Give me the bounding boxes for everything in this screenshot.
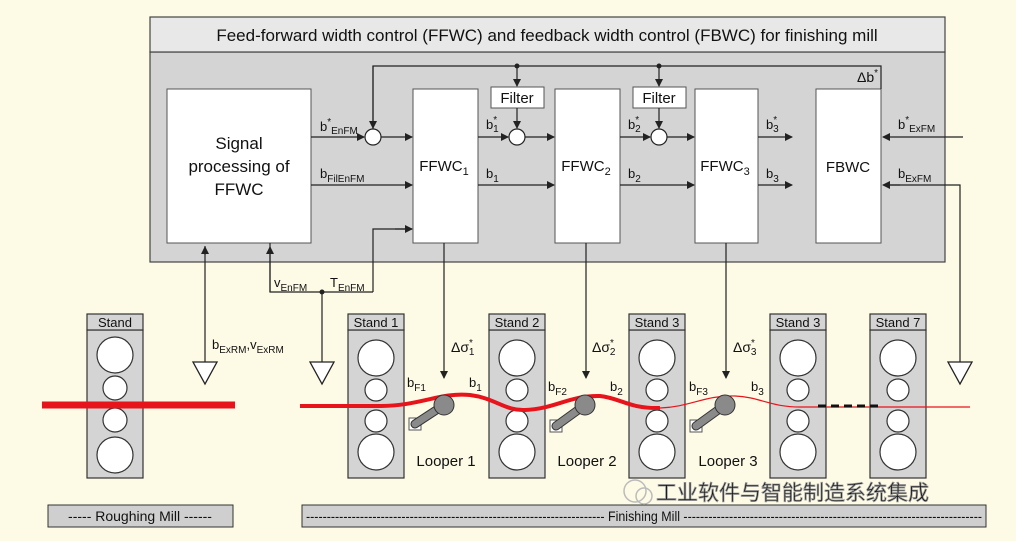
ffwc3-block	[694, 88, 759, 244]
fbwc-label: FBWC	[826, 159, 870, 176]
b-exrm-label: bExRM,vExRM	[212, 337, 284, 356]
b2-star-label: b*2	[628, 115, 641, 135]
ffwc2-label: FFWC2	[561, 158, 610, 178]
stand-3b	[769, 313, 827, 479]
ffwc2-block	[554, 88, 621, 244]
finishing-strip-thin	[659, 395, 970, 409]
b-exfm-label: bExFM	[898, 166, 931, 185]
stand-3-label: Stand 3	[635, 315, 680, 330]
ffwc1-block	[412, 88, 479, 244]
looper-2-label: Looper 2	[557, 453, 616, 470]
sum-junction-1	[508, 128, 526, 146]
signal-label-1: Signal	[215, 134, 262, 153]
stand-3b-label: Stand 3	[776, 315, 821, 330]
diagram-title: Feed-forward width control (FFWC) and fe…	[216, 26, 877, 45]
sum-junction-enfm	[364, 128, 382, 146]
b-exfm-line	[884, 184, 961, 362]
watermark-text: 工业软件与智能制造系统集成	[656, 481, 929, 505]
bf3-label: bF3	[689, 379, 708, 398]
looper-3	[689, 394, 736, 433]
watermark: 工业软件与智能制造系统集成	[623, 479, 929, 505]
t-enfm-label: TEnFM	[330, 275, 365, 294]
fbwc-block	[815, 88, 882, 244]
entry-sensor-icon	[308, 361, 336, 386]
roughing-mill-label: ----- Roughing Mill ------	[68, 508, 212, 524]
b-enfm-label: b*EnFM	[320, 117, 358, 137]
v-enfm-label: vEnFM	[274, 275, 307, 294]
bf2-label: bF2	[548, 379, 567, 398]
roughing-sensor-icon	[191, 361, 219, 386]
stand-2	[488, 313, 546, 479]
b3-star-label: b*3	[766, 115, 779, 135]
roughing-stand	[86, 313, 144, 479]
stand-2-label: Stand 2	[495, 315, 540, 330]
ffwc3-label: FFWC3	[700, 158, 749, 178]
delta-b-label: Δb*	[857, 68, 878, 85]
dsig2-label: Δσ*2	[592, 338, 616, 358]
b3-label: b3	[766, 166, 779, 185]
t-sensor-node	[319, 289, 325, 295]
finishing-strip-thick	[300, 392, 661, 413]
signal-label-2: processing of	[188, 157, 289, 176]
finishing-mill-label: ----------------------------------------…	[306, 508, 982, 524]
title-bar	[149, 16, 946, 53]
stand-1	[347, 313, 405, 479]
looper-1	[408, 394, 455, 431]
bf1-label: bF1	[407, 375, 426, 394]
stand-7	[869, 313, 927, 479]
m-b2-label: b2	[610, 379, 623, 398]
signal-label-3: FFWC	[214, 180, 263, 199]
looper-3-label: Looper 3	[698, 453, 757, 470]
b-filenfm-label: bFilEnFM	[320, 166, 364, 185]
m-b3-label: b3	[751, 379, 764, 398]
exit-sensor-icon	[946, 361, 974, 386]
ffwc1-label: FFWC1	[419, 158, 468, 178]
filter-1-label: Filter	[500, 90, 533, 107]
sum-junction-2	[650, 128, 668, 146]
stand-1-label: Stand 1	[354, 315, 399, 330]
wechat-icon	[623, 479, 647, 503]
b-exfm-star-label: b*ExFM	[898, 115, 935, 135]
finishing-mill-box	[301, 504, 987, 528]
m-b1-label: b1	[469, 375, 482, 394]
looper-1-label: Looper 1	[416, 453, 475, 470]
b2-label: b2	[628, 166, 641, 185]
stand-7-label: Stand 7	[876, 315, 921, 330]
roughing-mill-box	[47, 504, 234, 528]
dsig1-label: Δσ*1	[451, 338, 475, 358]
looper-2	[549, 394, 596, 433]
filter-2-label: Filter	[642, 90, 675, 107]
b1-star-label: b*1	[486, 115, 499, 135]
b1-label: b1	[486, 166, 499, 185]
dsig3-label: Δσ*3	[733, 338, 757, 358]
roughing-stand-label: Stand	[98, 315, 132, 330]
signal-processing-block	[166, 88, 312, 244]
wechat-icon-small	[635, 487, 653, 505]
stand-3	[628, 313, 686, 479]
